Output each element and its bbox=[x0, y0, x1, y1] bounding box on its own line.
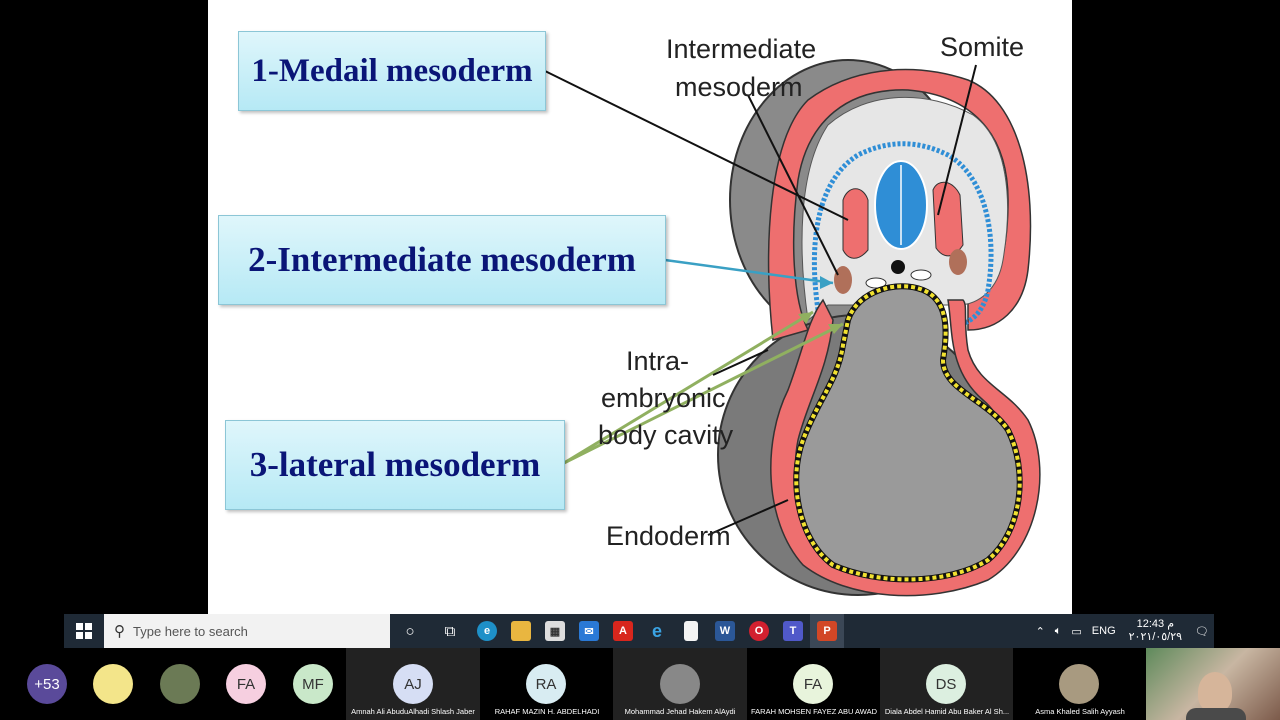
opera-icon: O bbox=[749, 621, 769, 641]
pdf-app[interactable]: A bbox=[606, 614, 640, 648]
presenter-face bbox=[1198, 672, 1232, 712]
teams-icon: T bbox=[783, 621, 803, 641]
volume-icon[interactable]: 🔈︎ bbox=[1054, 624, 1062, 637]
task-view-button[interactable]: ⧉ bbox=[430, 614, 470, 648]
mail-icon: ✉ bbox=[579, 621, 599, 641]
lateral-mesoderm-box: 3-lateral mesoderm bbox=[225, 420, 565, 510]
clock[interactable]: 12:43 م ٢٠٢١/٠٥/٢٩ bbox=[1129, 618, 1182, 644]
taskbar-search-box[interactable]: ⚲ Type here to search bbox=[104, 614, 390, 648]
participant-strip: +53 FA MF AJ Amnah Ali AbuduAlhadi Shlas… bbox=[0, 648, 1146, 720]
participant-avatar: RA bbox=[526, 664, 566, 704]
language-indicator[interactable]: ENG bbox=[1091, 625, 1116, 637]
battery-icon[interactable]: ▭ bbox=[1071, 625, 1082, 638]
time-text: 12:43 م bbox=[1136, 618, 1175, 630]
search-icon: ⚲ bbox=[114, 623, 125, 640]
pdf-icon: A bbox=[613, 621, 633, 641]
participant-tile[interactable]: AJ Amnah Ali AbuduAlhadi Shlash Jaber bbox=[346, 648, 480, 720]
participant-avatar: DS bbox=[926, 664, 966, 704]
presenter-shoulders bbox=[1186, 708, 1246, 720]
powerpoint-app[interactable]: P bbox=[810, 614, 844, 648]
intra-label-3: body cavity bbox=[598, 420, 734, 450]
store-app[interactable]: ▦ bbox=[538, 614, 572, 648]
intermediate-mesoderm-box: 2-Intermediate mesoderm bbox=[218, 215, 666, 305]
participant-avatar bbox=[1059, 664, 1099, 704]
search-placeholder: Type here to search bbox=[133, 623, 248, 639]
participant-name: Amnah Ali AbuduAlhadi Shlash Jaber bbox=[351, 707, 475, 716]
intermediate-mesoderm-label-1: Intermediate bbox=[666, 34, 816, 64]
participant-tile[interactable]: Mohammad Jehad Hakem AlAydi bbox=[613, 648, 747, 720]
start-button[interactable] bbox=[64, 614, 104, 648]
slide: Intermediate mesoderm Somite Intra- embr… bbox=[208, 0, 1072, 614]
cortana-button[interactable]: ○ bbox=[390, 614, 430, 648]
date-text: ٢٠٢١/٠٥/٢٩ bbox=[1128, 631, 1183, 643]
edge-app[interactable]: e bbox=[470, 614, 504, 648]
opera-app[interactable]: O bbox=[742, 614, 776, 648]
system-tray: ⌃ 🔈︎ ▭ ENG 12:43 م ٢٠٢١/٠٥/٢٩ 🗨︎ bbox=[1031, 614, 1214, 648]
participant-name: FARAH MOHSEN FAYEZ ABU AWAD bbox=[751, 707, 877, 716]
powerpoint-icon: P bbox=[817, 621, 837, 641]
participant-avatar: FA bbox=[793, 664, 833, 704]
file-explorer-app[interactable] bbox=[504, 614, 538, 648]
mail-app[interactable]: ✉ bbox=[572, 614, 606, 648]
notification-icon[interactable]: 🗨︎ bbox=[1195, 625, 1209, 638]
more-participants-button[interactable]: +53 bbox=[27, 664, 67, 704]
participant-tile[interactable]: RA RAHAF MAZIN H. ABDELHADI bbox=[480, 648, 613, 720]
circle-icon: ○ bbox=[405, 622, 415, 640]
word-app[interactable]: W bbox=[708, 614, 742, 648]
participant-name: Mohammad Jehad Hakem AlAydi bbox=[624, 707, 736, 716]
somite-label: Somite bbox=[940, 32, 1024, 62]
participant-name: RAHAF MAZIN H. ABDELHADI bbox=[494, 707, 600, 716]
file-explorer-icon bbox=[511, 621, 531, 641]
participant-avatar[interactable]: FA bbox=[226, 664, 266, 704]
chevron-up-icon[interactable]: ⌃ bbox=[1035, 625, 1045, 638]
notepad-icon bbox=[684, 621, 698, 641]
word-icon: W bbox=[715, 621, 735, 641]
participant-avatar: AJ bbox=[393, 664, 433, 704]
participant-tile[interactable]: Asma Khaled Salih Ayyash bbox=[1013, 648, 1146, 720]
endoderm-label: Endoderm bbox=[606, 521, 731, 551]
notepad-app[interactable] bbox=[674, 614, 708, 648]
participant-tile[interactable]: DS Diala Abdel Hamid Abu Baker Al Sh... bbox=[880, 648, 1013, 720]
embryo-cross-section-diagram: Intermediate mesoderm Somite Intra- embr… bbox=[544, 32, 1041, 597]
task-view-icon: ⧉ bbox=[444, 622, 456, 640]
intermediate-mesoderm-label-2: mesoderm bbox=[675, 72, 803, 102]
teams-app[interactable]: T bbox=[776, 614, 810, 648]
participant-avatar[interactable] bbox=[93, 664, 133, 704]
store-icon: ▦ bbox=[545, 621, 565, 641]
windows-icon bbox=[76, 623, 92, 639]
participant-name: Asma Khaled Salih Ayyash bbox=[1035, 707, 1125, 716]
windows-taskbar: ⚲ Type here to search ○ ⧉ e ▦ ✉ A e W O … bbox=[64, 614, 1214, 648]
edge-icon: e bbox=[477, 621, 497, 641]
intra-label-1: Intra- bbox=[626, 346, 689, 376]
participant-name: Diala Abdel Hamid Abu Baker Al Sh... bbox=[884, 707, 1010, 716]
internet-explorer-app[interactable]: e bbox=[640, 614, 674, 648]
participant-avatar bbox=[660, 664, 700, 704]
participant-avatar[interactable] bbox=[160, 664, 200, 704]
participant-tile[interactable]: FA FARAH MOHSEN FAYEZ ABU AWAD bbox=[747, 648, 880, 720]
medial-mesoderm-box: 1-Medail mesoderm bbox=[238, 31, 546, 111]
intra-label-2: embryonic bbox=[601, 383, 726, 413]
internet-explorer-icon: e bbox=[651, 620, 662, 641]
participant-avatar[interactable]: MF bbox=[293, 664, 333, 704]
self-video-thumbnail[interactable] bbox=[1146, 648, 1280, 720]
